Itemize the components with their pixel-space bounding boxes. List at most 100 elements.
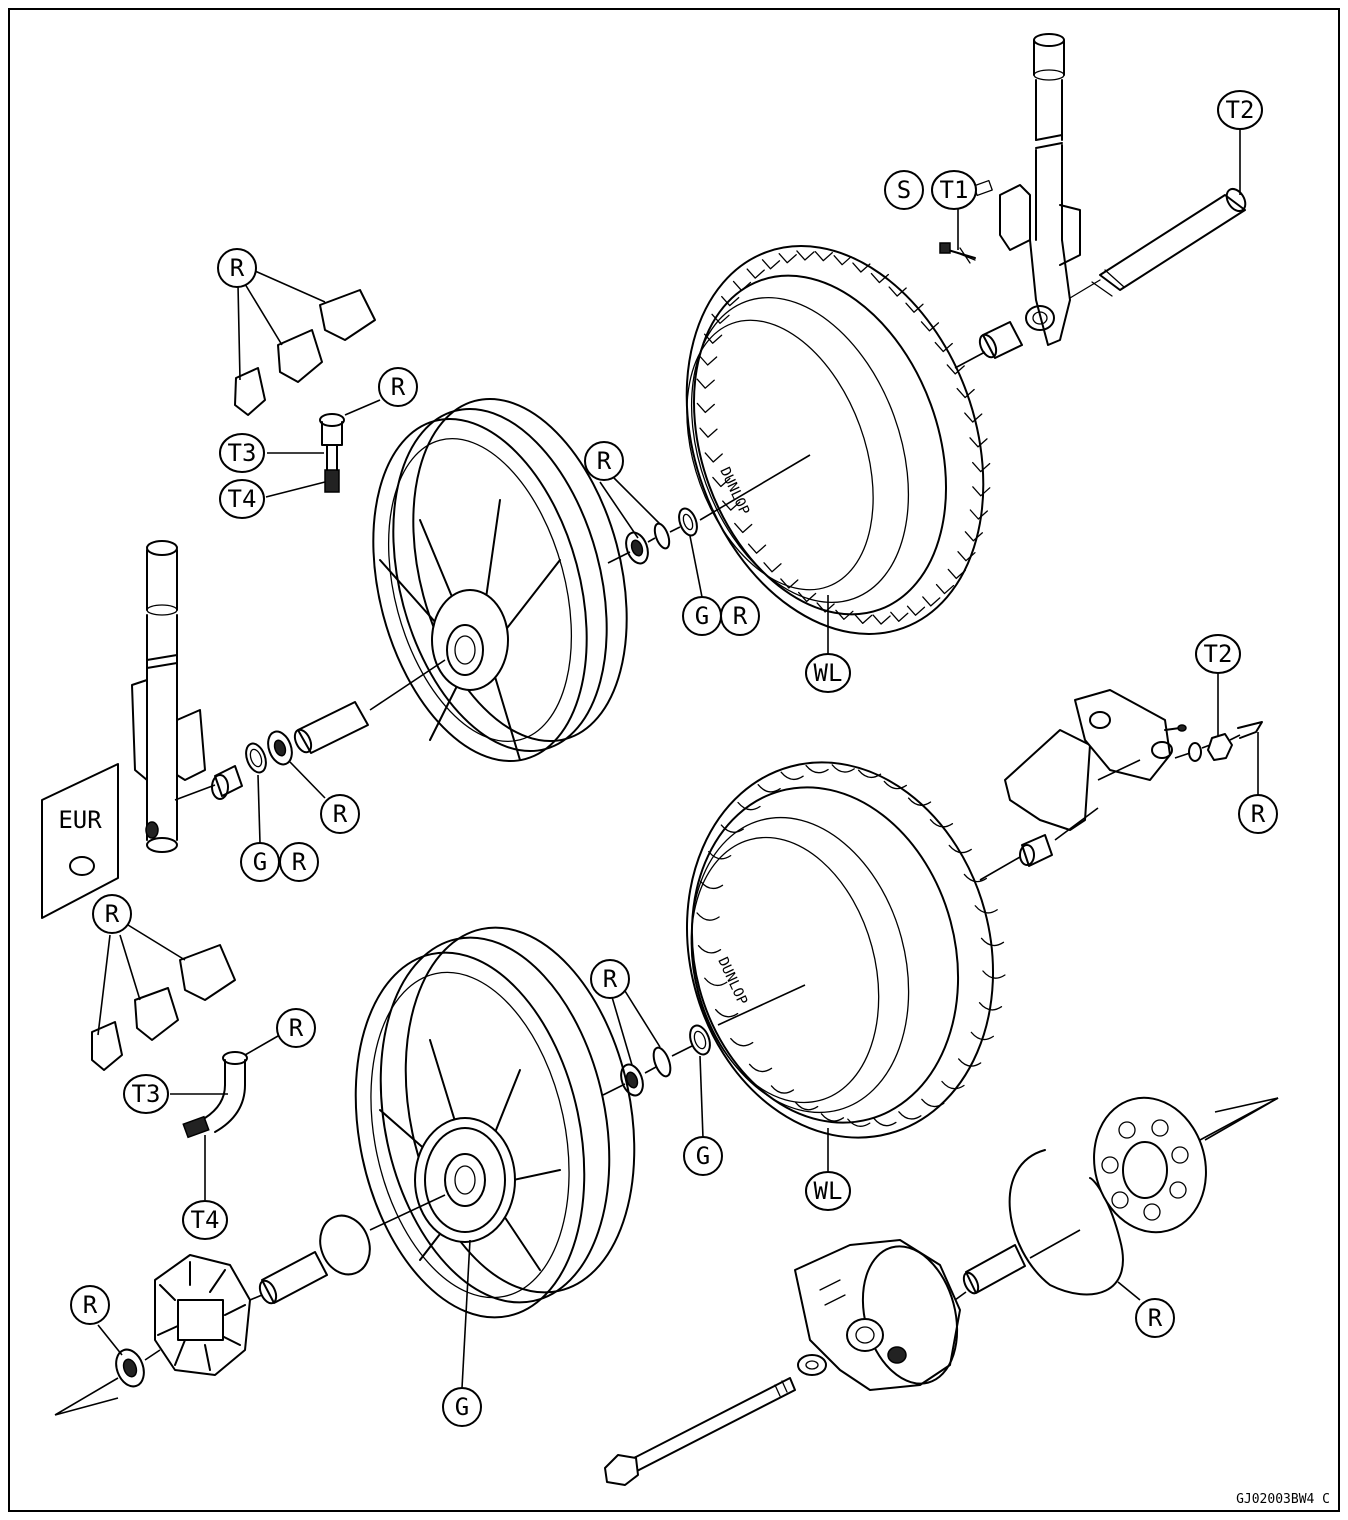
front-tread-mark bbox=[734, 522, 753, 534]
front-tread-mark bbox=[780, 578, 799, 589]
front-circlip bbox=[653, 522, 671, 550]
callout-s: S bbox=[884, 170, 924, 210]
front-tread-mark bbox=[699, 355, 718, 366]
rear-tread-mark bbox=[921, 1098, 945, 1108]
large-circlip bbox=[1008, 1149, 1124, 1296]
rear-tread-mark bbox=[714, 1008, 739, 1018]
callout-t3-top-text: T3 bbox=[228, 439, 257, 467]
callout-r-circlip-text: R bbox=[1148, 1304, 1163, 1332]
front-tread-mark bbox=[964, 531, 984, 542]
front-tread-mark bbox=[934, 341, 953, 353]
rear-spacer-left bbox=[258, 1251, 328, 1305]
front-tread-mark bbox=[778, 253, 797, 264]
front-spacer bbox=[293, 701, 369, 754]
front-bearing-right bbox=[625, 531, 649, 565]
callout-r-seal-front-right: R bbox=[720, 596, 760, 636]
callout-g-front-left-text: G bbox=[253, 848, 267, 876]
rear-tread-mark bbox=[820, 1113, 845, 1122]
front-tread-mark bbox=[835, 609, 854, 620]
front-tread-mark bbox=[721, 295, 740, 307]
rear-tread-mark bbox=[982, 970, 1006, 979]
rear-collar-right bbox=[1019, 834, 1053, 867]
front-fork-left bbox=[131, 540, 206, 853]
callout-r-weights-top-text: R bbox=[230, 254, 245, 282]
front-tread-mark bbox=[711, 313, 730, 324]
front-tread-mark bbox=[888, 286, 907, 297]
callout-t2-front-axle: T2 bbox=[1217, 90, 1263, 130]
callout-r-weights-bottom-text: R bbox=[105, 900, 120, 928]
callout-s-text: S bbox=[897, 176, 911, 204]
front-tread-mark bbox=[854, 613, 873, 625]
rear-tread-mark bbox=[978, 1002, 1003, 1011]
rear-tread-mark bbox=[780, 771, 804, 781]
rear-collar-coupling bbox=[797, 1354, 827, 1376]
callout-r-valve-top-text: R bbox=[391, 373, 406, 401]
rear-tread-mark bbox=[748, 1063, 773, 1073]
callout-g-front-right-text: G bbox=[695, 602, 709, 630]
rear-tread-mark bbox=[929, 819, 954, 828]
rear-tread-mark bbox=[883, 780, 907, 790]
rear-axle bbox=[604, 1377, 796, 1486]
front-tread-mark bbox=[814, 250, 833, 262]
front-tread-mark bbox=[816, 602, 835, 613]
rear-tread-mark bbox=[720, 824, 744, 833]
rear-tread-mark bbox=[699, 880, 724, 890]
front-tread-mark bbox=[920, 321, 940, 332]
front-bearing-left bbox=[267, 730, 293, 766]
callout-r-bearing-rear-text: R bbox=[603, 965, 618, 993]
eur-region-box: EUR bbox=[41, 763, 119, 919]
rear-tread-mark bbox=[941, 1080, 965, 1090]
front-tread-mark bbox=[905, 302, 924, 313]
callout-r-bearing-front-text: R bbox=[597, 447, 612, 475]
front-grease-seal-right bbox=[678, 507, 698, 537]
front-tread-mark bbox=[969, 509, 988, 520]
front-tread-mark bbox=[972, 486, 991, 497]
balance-weight-bottom bbox=[91, 944, 236, 1071]
rear-tread-mark bbox=[831, 764, 855, 773]
rear-tread-mark bbox=[696, 912, 720, 921]
callout-t4-bottom: T4 bbox=[182, 1200, 228, 1240]
callout-t2-rear-nut-text: T2 bbox=[1204, 640, 1233, 668]
callout-r-seal-front-left-text: R bbox=[292, 848, 307, 876]
callout-r-weights-top: R bbox=[217, 248, 257, 288]
front-tread-mark bbox=[761, 259, 781, 270]
front-collar-left bbox=[211, 765, 243, 800]
rear-tread-mark bbox=[898, 1111, 922, 1120]
front-collar-right bbox=[978, 321, 1023, 359]
callout-t4-bottom-text: T4 bbox=[191, 1206, 220, 1234]
front-tread-mark bbox=[703, 333, 723, 344]
rear-grease-seal-right bbox=[689, 1024, 711, 1056]
front-tread-mark bbox=[947, 568, 966, 580]
callout-t2-rear-nut: T2 bbox=[1195, 634, 1241, 674]
coupling-damper bbox=[154, 1254, 251, 1376]
front-grease-seal-left bbox=[245, 742, 267, 774]
callout-r-valve-bottom: R bbox=[276, 1008, 316, 1048]
eur-label: EUR bbox=[58, 806, 102, 834]
figure-code: GJ02003BW4 C bbox=[1236, 1492, 1330, 1507]
front-tread-mark bbox=[946, 364, 965, 375]
front-fork-right bbox=[973, 33, 1081, 346]
rear-tread-mark bbox=[974, 905, 998, 914]
rear-tread-mark bbox=[770, 1085, 795, 1094]
front-tread-mark bbox=[696, 378, 715, 389]
callout-wl-front: WL bbox=[805, 653, 851, 693]
callout-r-cotter-pin-text: R bbox=[1251, 800, 1266, 828]
callout-g-front-left: G bbox=[240, 842, 280, 882]
callout-r-bearing-rear-left-text: R bbox=[83, 1291, 98, 1319]
front-tread-mark bbox=[712, 476, 731, 488]
callout-r-circlip: R bbox=[1135, 1298, 1175, 1338]
rear-tire: DUNLOP bbox=[685, 761, 1006, 1139]
callout-g-rear-right: G bbox=[683, 1136, 723, 1176]
rear-axle-nut bbox=[1207, 733, 1233, 761]
rear-tread-mark bbox=[980, 937, 1005, 947]
callout-t1-text: T1 bbox=[940, 176, 969, 204]
front-tread-mark bbox=[732, 280, 752, 292]
callout-r-seal-front-right-text: R bbox=[733, 602, 748, 630]
rear-tread-mark bbox=[857, 769, 882, 779]
callout-t3-top: T3 bbox=[219, 433, 265, 473]
callout-r-valve-bottom-text: R bbox=[289, 1014, 304, 1042]
front-tread-mark bbox=[696, 402, 715, 414]
front-tread-mark bbox=[906, 605, 926, 616]
rear-tread-mark bbox=[697, 945, 722, 954]
front-tread-mark bbox=[870, 272, 890, 284]
